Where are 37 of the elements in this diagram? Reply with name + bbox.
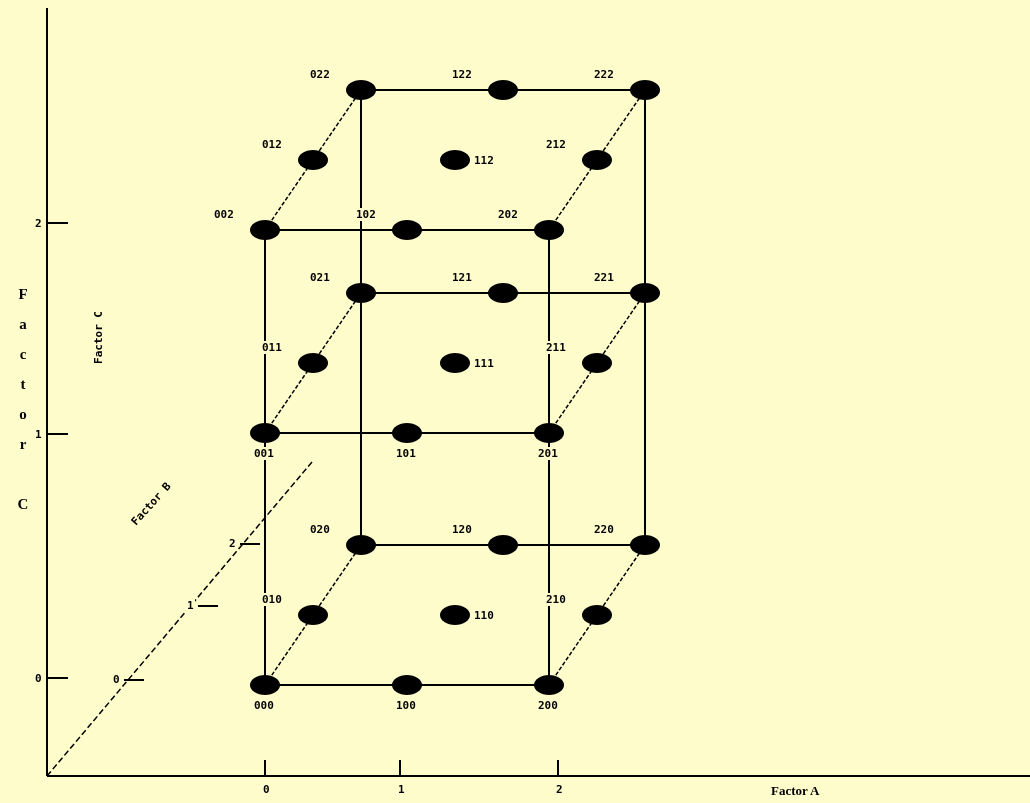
point-label: 202 (497, 208, 519, 221)
point-label: 201 (537, 447, 559, 460)
point-label: 212 (545, 138, 567, 151)
tick-label: 0 (34, 672, 43, 685)
tick-label: 0 (262, 783, 271, 796)
axis-title: Factor C (92, 310, 105, 365)
point-label: 000 (253, 699, 275, 712)
point-label: 100 (395, 699, 417, 712)
point-label: 122 (451, 68, 473, 81)
point-label: 102 (355, 208, 377, 221)
tick-label: 2 (555, 783, 564, 796)
point-label: 200 (537, 699, 559, 712)
point-label: 121 (451, 271, 473, 284)
point-label: 111 (473, 357, 495, 370)
tick-label: 0 (112, 673, 121, 686)
point-label: 221 (593, 271, 615, 284)
point-label: 012 (261, 138, 283, 151)
point-label: 022 (309, 68, 331, 81)
point-label: 001 (253, 447, 275, 460)
tick-label: 1 (34, 428, 43, 441)
tick-label: 2 (228, 537, 237, 550)
point-label: 020 (309, 523, 331, 536)
point-label: 110 (473, 609, 495, 622)
point-label: 120 (451, 523, 473, 536)
point-label: 112 (473, 154, 495, 167)
point-label: 101 (395, 447, 417, 460)
point-label: 210 (545, 593, 567, 606)
tick-label: 2 (34, 217, 43, 230)
point-label: 021 (309, 271, 331, 284)
point-label: 222 (593, 68, 615, 81)
tick-label: 1 (186, 599, 195, 612)
point-label: 010 (261, 593, 283, 606)
point-label: 002 (213, 208, 235, 221)
tick-label: 1 (397, 783, 406, 796)
point-label: 220 (593, 523, 615, 536)
point-label: 011 (261, 341, 283, 354)
point-label: 211 (545, 341, 567, 354)
